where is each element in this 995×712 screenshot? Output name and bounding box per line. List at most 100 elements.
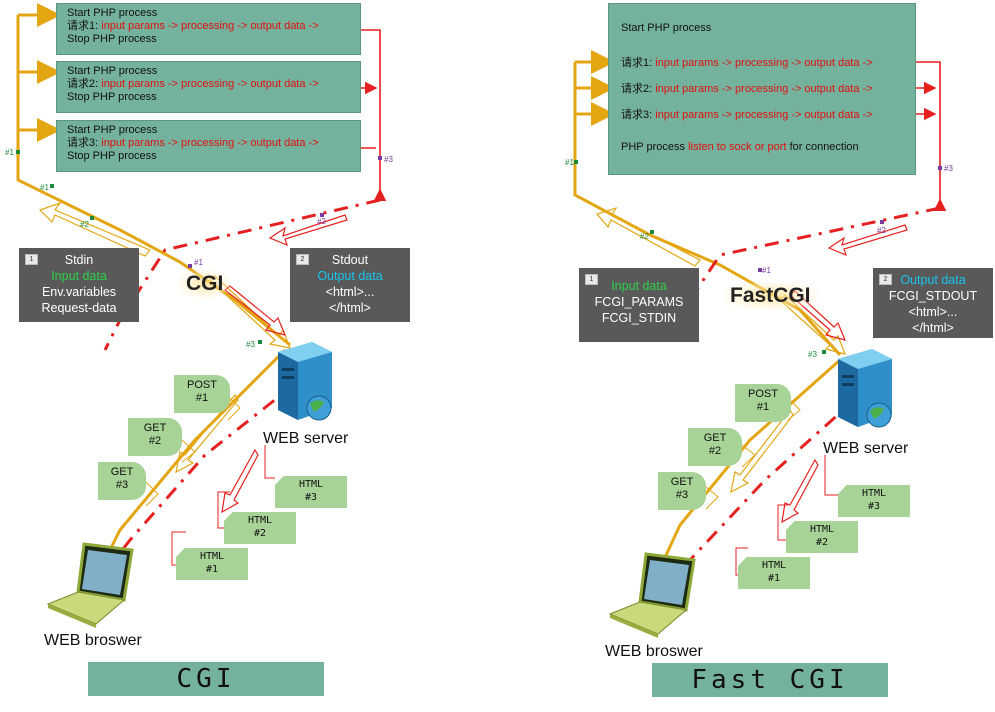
cgi-process-1: Start PHP process 请求1: input params -> p… — [56, 3, 361, 55]
web-browser-label: WEB broswer — [605, 643, 703, 660]
html-open-text: <html>... — [325, 285, 375, 299]
marker-label: #2 — [80, 220, 89, 229]
marker-label: #1 — [40, 183, 49, 192]
output-data-text: Output data — [900, 273, 966, 287]
input-icon: 1 — [25, 254, 38, 265]
server-icon — [838, 349, 892, 428]
laptop-icon — [608, 552, 696, 638]
request-number: #2 — [148, 435, 162, 447]
stdin-title: Stdin — [64, 253, 94, 267]
request-flag-get-2: GET#2 — [688, 428, 742, 466]
marker-label: #2 — [317, 217, 326, 226]
request-number: #1 — [195, 392, 209, 404]
response-flag-html-1: HTML #1 — [738, 557, 810, 589]
process-flow-text: input params -> processing -> output dat… — [101, 137, 319, 149]
process-flow-text: input params -> processing -> output dat… — [655, 109, 873, 121]
output-icon: 2 — [879, 274, 892, 285]
fcgi-stdin-text: FCGI_STDIN — [601, 311, 677, 325]
request-number: #3 — [675, 489, 689, 501]
process-start-text: Start PHP process — [67, 65, 158, 77]
response-flag-html-3: HTML #3 — [838, 485, 910, 517]
fastcgi-process: Start PHP process 请求1: input params -> p… — [608, 3, 916, 175]
process-start-text: Start PHP process — [67, 7, 158, 19]
marker-label: #3 — [384, 155, 393, 164]
process-stop-text: Stop PHP process — [67, 33, 157, 45]
response-number: #3 — [867, 501, 881, 512]
process-flow-text: input params -> processing -> output dat… — [655, 57, 873, 69]
marker-label: #3 — [808, 350, 817, 359]
web-server-label: WEB server — [823, 440, 909, 457]
fastcgi-protocol-label: FastCGI — [722, 282, 819, 310]
process-stop-text: Stop PHP process — [67, 150, 157, 162]
process-flow-text: input params -> processing -> output dat… — [655, 83, 873, 95]
request-label: 请求1: — [67, 20, 99, 32]
process-flow-text: input params -> processing -> output dat… — [101, 78, 319, 90]
marker-label: #2 — [640, 232, 649, 241]
input-icon: 1 — [585, 274, 598, 285]
process-flow-text: input params -> processing -> output dat… — [101, 20, 319, 32]
marker-label: #1 — [565, 158, 574, 167]
output-icon: 2 — [296, 254, 309, 265]
request-number: #3 — [115, 479, 129, 491]
response-tag: HTML — [861, 488, 887, 499]
response-flag-html-3: HTML #3 — [275, 476, 347, 508]
response-flag-html-2: HTML#2 — [786, 521, 858, 553]
html-close-text: </html> — [329, 301, 371, 315]
cgi-stdout-box: 2 Stdout Output data <html>... </html> — [290, 248, 410, 322]
marker-label: #2 — [877, 226, 886, 235]
laptop-icon — [46, 542, 134, 628]
stdout-title: Stdout — [331, 253, 369, 267]
process-start-text: Start PHP process — [621, 22, 712, 34]
html-close-text: </html> — [912, 321, 954, 335]
html-open-text: <html>... — [908, 305, 958, 319]
marker-label: #1 — [194, 258, 203, 267]
marker-label: #1 — [5, 148, 14, 157]
marker-label: #3 — [246, 340, 255, 349]
output-data-text: Output data — [317, 269, 383, 283]
request-label: 请求2: — [67, 78, 99, 90]
request-label: 请求3: — [621, 109, 653, 121]
server-icon — [278, 342, 332, 421]
fcgi-params-text: FCGI_PARAMS — [594, 295, 684, 309]
response-number: #1 — [205, 564, 219, 575]
listen-highlight: listen to sock or port — [688, 141, 787, 153]
cgi-stdin-box: 1 Stdin Input data Env.variables Request… — [19, 248, 139, 322]
request-method: GET — [670, 476, 694, 488]
fastcgi-output-box: 2 Output data FCGI_STDOUT <html>... </ht… — [873, 268, 993, 338]
request-flag-post-1: POST#1 — [174, 375, 230, 413]
input-data-text: Input data — [611, 279, 667, 293]
response-flag-html-2: HTML #2 — [224, 512, 296, 544]
cgi-process-3: Start PHP process 请求3: input params -> p… — [56, 120, 361, 172]
response-tag: HTML — [761, 560, 787, 571]
process-start-text: Start PHP process — [67, 124, 158, 136]
request-method: POST — [748, 388, 778, 400]
marker-label: #1 — [762, 266, 771, 275]
cgi-output-path — [342, 29, 387, 202]
response-tag: HTML — [247, 515, 273, 526]
listen-suffix: for connection — [789, 141, 859, 153]
response-tag: HTML — [298, 479, 324, 490]
request-method: POST — [187, 379, 217, 391]
process-stop-text: Stop PHP process — [67, 91, 157, 103]
request-label: 请求3: — [67, 137, 99, 149]
input-data-text: Input data — [51, 269, 107, 283]
request-method: GET — [143, 422, 167, 434]
request-method: GET — [110, 466, 134, 478]
request-label: 请求1: — [621, 57, 653, 69]
fastcgi-caption: Fast CGI — [652, 663, 888, 697]
fastcgi-input-box: 1 Input data FCGI_PARAMS FCGI_STDIN — [579, 268, 699, 342]
marker-label: #3 — [944, 164, 953, 173]
request-label: 请求2: — [621, 83, 653, 95]
web-server-label: WEB server — [263, 430, 349, 447]
response-number: #1 — [767, 573, 781, 584]
web-browser-label: WEB broswer — [44, 632, 142, 649]
fcgi-stdout-text: FCGI_STDOUT — [888, 289, 978, 303]
request-number: #2 — [708, 445, 722, 457]
cgi-process-2: Start PHP process 请求2: input params -> p… — [56, 61, 361, 113]
response-number: #2 — [253, 528, 267, 539]
request-flag-post-1: POST#1 — [735, 384, 791, 422]
request-number: #1 — [756, 401, 770, 413]
response-number: #3 — [304, 492, 318, 503]
response-tag: HTML — [199, 551, 225, 562]
request-method: GET — [703, 432, 727, 444]
